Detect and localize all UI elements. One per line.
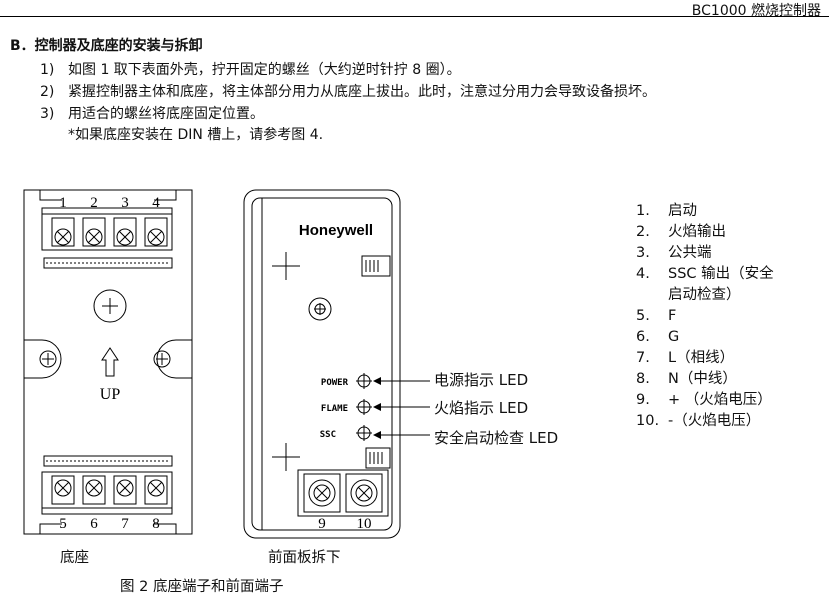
top-contact-strip [43,257,173,269]
terminal-label: 7 [121,516,129,532]
base-outline [23,189,193,535]
step-text: 用适合的螺丝将底座固定位置。 [68,106,264,122]
base-caption: 底座 [60,550,89,566]
terminal-label: 8 [152,516,160,532]
legend-item: 10.-（火焰电压） [636,413,761,429]
led-crosshairs [356,373,372,441]
panel-terminal-block [297,469,389,517]
step-number: 1) [40,62,55,78]
up-label: UP [100,386,121,403]
terminal-label: 9 [318,516,326,532]
bottom-terminal-screws [51,475,168,505]
terminal-label: 5 [59,516,67,532]
flame-led-label: 火焰指示 LED [434,399,529,417]
legend-item: 2.火焰输出 [636,224,726,240]
legend-item: 8.N（中线） [636,371,737,387]
led-name-power: POWER [321,378,349,388]
up-arrow [101,347,119,377]
base-diagram [23,189,193,535]
panel-text: Honeywell POWER FLAME SSC 9 10 [299,222,373,532]
section-title: B．控制器及底座的安装与拆卸 [10,38,203,54]
bottom-contact-strip [43,455,173,467]
bottom-clip [365,447,391,469]
led-name-ssc: SSC [320,430,336,440]
ssc-led-label: 安全启动检查 LED [434,429,559,447]
legend-item: 3.公共端 [636,245,712,261]
legend-item: 5.F [636,308,677,324]
center-screw [93,289,127,323]
panel-diagram [243,189,430,539]
header-rule [0,16,829,17]
step-text: 紧握控制器主体和底座，将主体部分用力从底座上拔出。此时，注意过分用力会导致设备损… [68,84,656,100]
legend-item: 7.L（相线） [636,350,735,366]
legend-item: 9.+ （火焰电压） [636,392,772,408]
led-name-flame: FLAME [321,404,348,414]
step-2: 2) 紧握控制器主体和底座，将主体部分用力从底座上拔出。此时，注意过分用力会导致设… [40,81,656,101]
top-terminal-block [41,207,173,251]
step-text: 如图 1 取下表面外壳，拧开固定的螺丝（大约逆时针拧 8 圈）。 [68,62,461,78]
legend-item-continuation: 启动检查） [668,287,741,303]
base-terminal-labels: 1 2 3 4 5 6 7 8 UP [59,195,160,532]
terminal-label: 2 [90,195,98,211]
step-number: 2) [40,84,55,100]
terminal-label: 10 [357,516,372,532]
left-mount [24,339,62,379]
terminal-legend: 1.启动 2.火焰输出 3.公共端 4.SSC 输出（安全 启动检查） 5.F … [636,201,774,432]
terminal-label: 3 [121,195,129,211]
legend-item: 1.启动 [636,203,697,219]
step-3: 3) 用适合的螺丝将底座固定位置。 [40,103,264,123]
terminal-label: 6 [90,516,98,532]
top-terminal-screws [51,217,168,247]
step-1: 1) 如图 1 取下表面外壳，拧开固定的螺丝（大约逆时针拧 8 圈）。 [40,59,461,79]
din-note: *如果底座安装在 DIN 槽上，请参考图 4. [68,127,324,143]
step-number: 3) [40,106,55,122]
terminal-label: 1 [59,195,67,211]
figure-caption: 图 2 底座端子和前面端子 [120,579,284,595]
legend-item: 4.SSC 输出（安全 [636,266,774,282]
panel-outline [243,189,401,539]
bottom-terminal-block [41,471,173,515]
power-led-label: 电源指示 LED [434,371,529,389]
panel-screw [308,297,332,321]
honeywell-logo: Honeywell [299,222,373,239]
terminal-label: 4 [152,195,160,211]
legend-item: 6.G [636,329,680,345]
panel-caption: 前面板拆下 [268,550,341,566]
top-clip [361,255,391,277]
header-title: BC1000 燃烧控制器 [691,3,821,19]
